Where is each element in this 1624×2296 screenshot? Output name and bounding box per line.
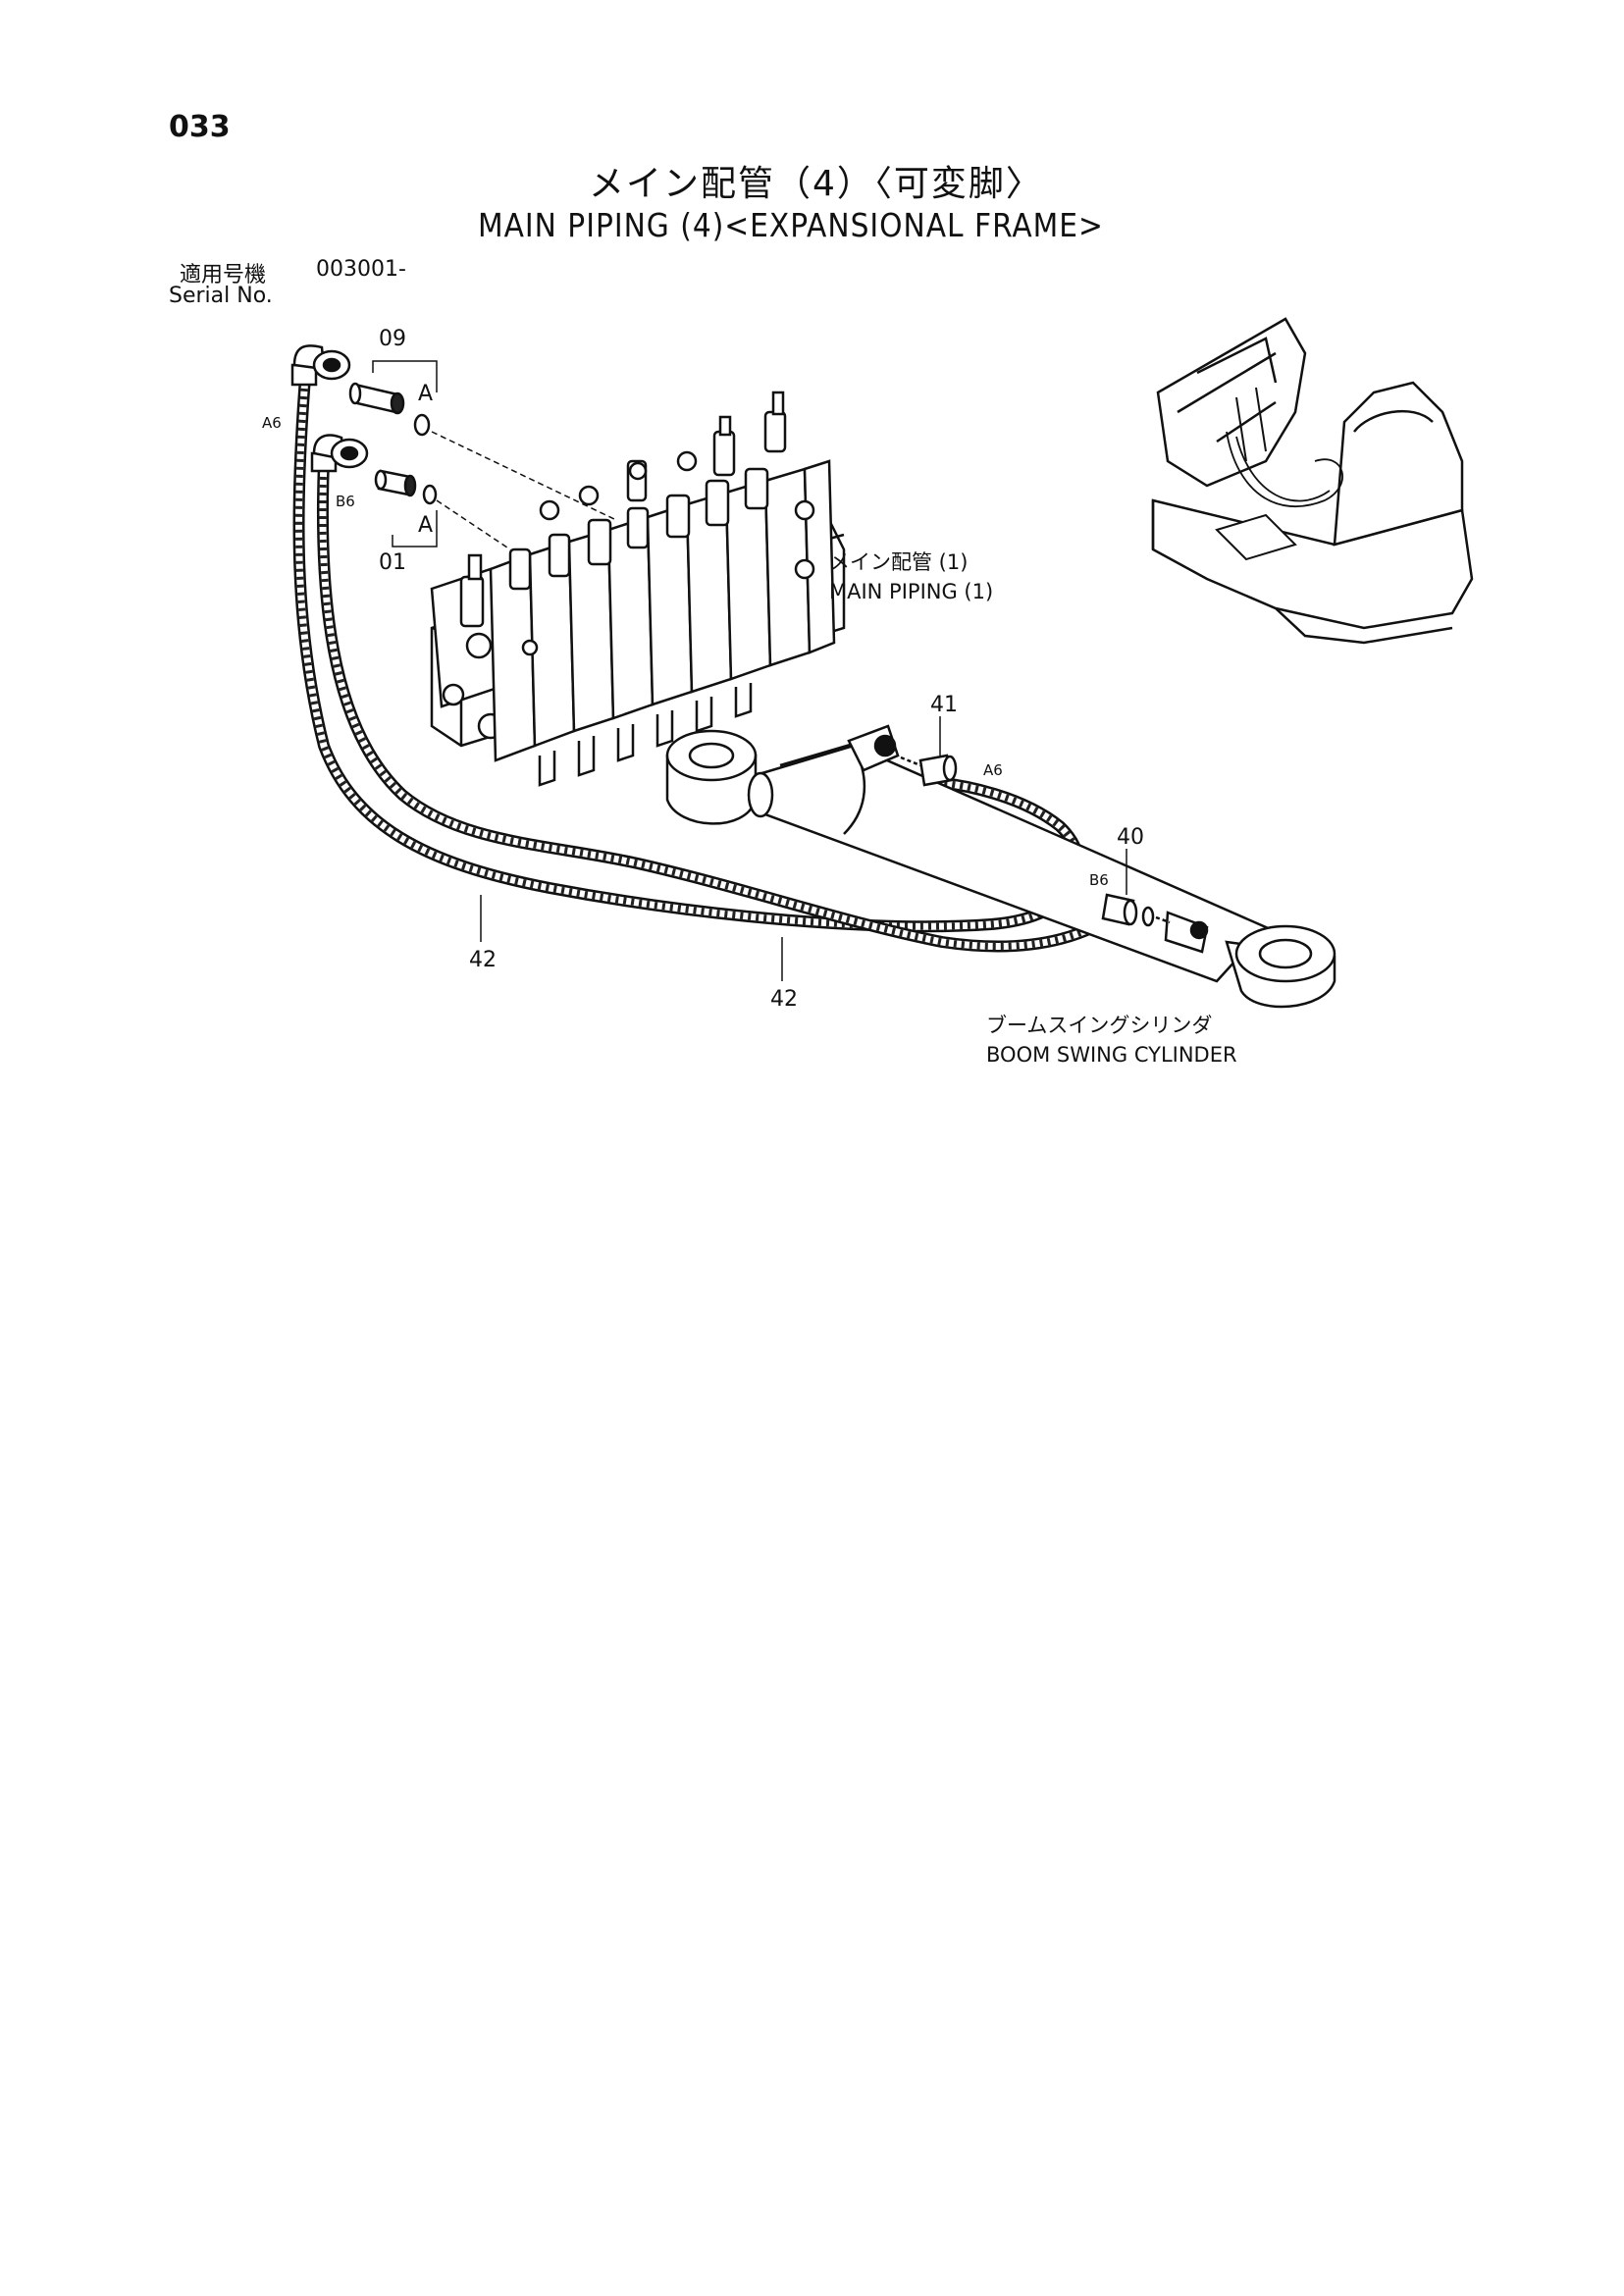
connector-01 bbox=[374, 469, 438, 505]
fitting-41 bbox=[900, 754, 958, 787]
leader-lines-41-40-42 bbox=[480, 716, 1127, 981]
port-label-a-lower: A bbox=[418, 513, 433, 538]
boom-swing-cylinder bbox=[665, 724, 1336, 1009]
callout-40: 40 bbox=[1117, 825, 1144, 850]
reference-cylinder-jp: ブームスイングシリンダ bbox=[986, 1014, 1212, 1037]
serial-number-value: 003001- bbox=[316, 257, 406, 282]
hose-42-left bbox=[292, 364, 1085, 933]
callout-01: 01 bbox=[379, 550, 406, 575]
hose-fitting-upper bbox=[290, 344, 351, 387]
adapter-09 bbox=[348, 382, 431, 437]
serial-label-english: Serial No. bbox=[169, 284, 273, 308]
page-number: 033 bbox=[169, 110, 231, 144]
callout-42-left: 42 bbox=[469, 948, 497, 972]
port-label-a6-right: A6 bbox=[983, 761, 1003, 779]
port-label-a6-left: A6 bbox=[262, 414, 282, 432]
page-title-japanese: メイン配管（4）〈可変脚〉 bbox=[589, 164, 1043, 204]
leader-lines-09-01 bbox=[372, 360, 617, 550]
reference-cylinder-en: BOOM SWING CYLINDER bbox=[986, 1043, 1237, 1067]
callout-41: 41 bbox=[930, 693, 958, 717]
page-title-english: MAIN PIPING (4)<EXPANSIONAL FRAME> bbox=[478, 206, 1104, 244]
fitting-40 bbox=[1101, 893, 1171, 927]
control-valve-block bbox=[430, 391, 846, 787]
callout-42-center: 42 bbox=[770, 987, 798, 1012]
reference-main-piping-jp: メイン配管 (1) bbox=[829, 550, 968, 574]
port-label-a-upper: A bbox=[418, 382, 433, 406]
port-label-b6-left: B6 bbox=[336, 493, 355, 510]
hose-42-right bbox=[316, 460, 1133, 953]
callout-09: 09 bbox=[379, 327, 406, 351]
serial-label-japanese: 適用号機 bbox=[180, 263, 267, 287]
hose-fitting-lower bbox=[310, 434, 369, 473]
machine-overview-sketch bbox=[1151, 317, 1474, 645]
port-label-b6-right: B6 bbox=[1089, 871, 1109, 889]
reference-main-piping-en: MAIN PIPING (1) bbox=[829, 580, 993, 603]
